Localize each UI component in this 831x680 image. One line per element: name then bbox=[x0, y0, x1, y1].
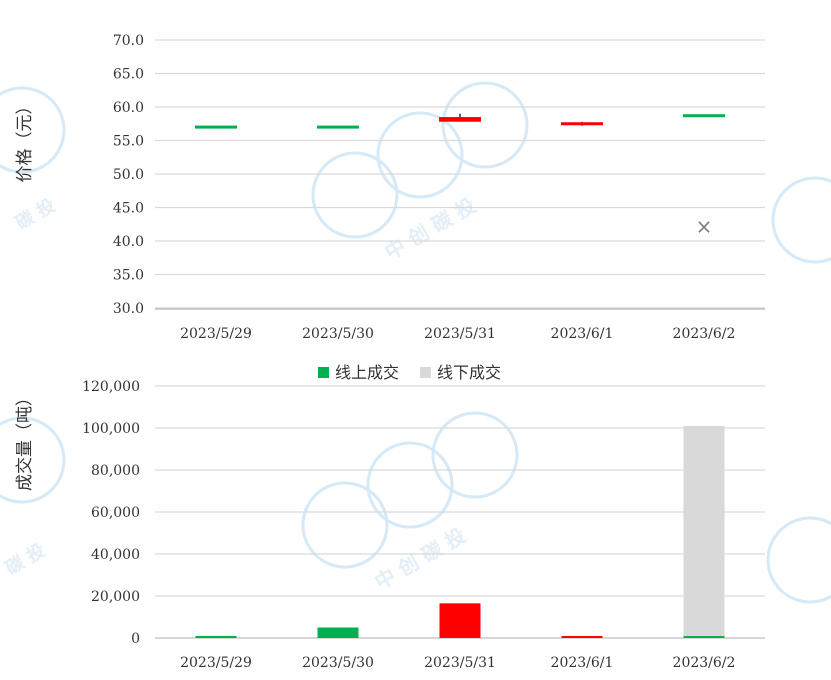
price-candle-body bbox=[317, 125, 359, 129]
legend-swatch bbox=[318, 367, 329, 378]
price-x-tick-label: 2023/6/1 bbox=[551, 326, 614, 342]
volume-legend: 线上成交 线下成交 bbox=[318, 363, 501, 382]
price-y-tick-label: 60.0 bbox=[113, 100, 144, 116]
volume-y-tick-label: 120,000 bbox=[82, 379, 140, 395]
volume-y-tick-label: 80,000 bbox=[91, 463, 140, 479]
price-y-tick-label: 55.0 bbox=[113, 134, 144, 150]
watermark-ring bbox=[441, 81, 529, 169]
volume-y-tick-label: 60,000 bbox=[91, 505, 140, 521]
price-y-tick-label: 70.0 bbox=[113, 33, 144, 49]
volume-bars bbox=[195, 425, 725, 638]
watermark-ring bbox=[366, 441, 454, 529]
price-x-tick-label: 2023/5/31 bbox=[424, 326, 496, 342]
price-y-tick-label: 35.0 bbox=[113, 268, 144, 284]
volume-x-tick-label: 2023/5/30 bbox=[302, 655, 374, 671]
price-x-tick-label: 2023/5/30 bbox=[302, 326, 374, 342]
watermark-ring bbox=[766, 516, 831, 604]
volume-bar-online bbox=[195, 635, 237, 638]
volume-bar-online bbox=[439, 603, 481, 638]
watermark-ring bbox=[0, 86, 66, 174]
watermark-short-text: 碳 投 bbox=[2, 539, 50, 579]
price-y-axis-title: 价格（元） bbox=[15, 98, 35, 183]
watermark-ring bbox=[431, 411, 519, 499]
watermark-ring bbox=[0, 416, 66, 504]
price-y-tick-label: 45.0 bbox=[113, 201, 144, 217]
price-y-tick-label: 40.0 bbox=[113, 234, 144, 250]
volume-x-tick-label: 2023/6/1 bbox=[551, 655, 614, 671]
volume-y-tick-label: 0 bbox=[131, 631, 140, 647]
volume-x-tick-label: 2023/5/31 bbox=[424, 655, 496, 671]
price-x-tick-label: 2023/6/2 bbox=[673, 326, 736, 342]
watermark-ring bbox=[771, 176, 831, 264]
watermark-ring bbox=[301, 481, 389, 569]
watermark-ring bbox=[376, 111, 464, 199]
legend-swatch bbox=[420, 367, 431, 378]
legend-label: 线上成交 bbox=[335, 363, 399, 382]
price-candle-body bbox=[561, 122, 603, 126]
volume-y-tick-label: 100,000 bbox=[82, 421, 140, 437]
price-grid bbox=[155, 39, 765, 310]
price-y-tick-label: 65.0 bbox=[113, 67, 144, 83]
volume-bar-online bbox=[561, 636, 603, 638]
volume-grid bbox=[155, 385, 765, 639]
volume-y-tick-label: 40,000 bbox=[91, 547, 140, 563]
watermark-ring bbox=[311, 151, 399, 239]
volume-x-tick-label: 2023/6/2 bbox=[673, 655, 736, 671]
price-x-tick-label: 2023/5/29 bbox=[180, 326, 252, 342]
price-candle-body bbox=[195, 125, 237, 129]
volume-y-ticks: 120,000 100,000 80,000 60,000 40,000 20,000 0 bbox=[82, 379, 140, 647]
volume-bar-online bbox=[683, 635, 725, 638]
volume-y-tick-label: 20,000 bbox=[91, 589, 140, 605]
price-x-ticks: 2023/5/29 2023/5/30 2023/5/31 2023/6/1 2023/… bbox=[180, 326, 735, 342]
price-y-tick-label: 30.0 bbox=[113, 301, 144, 317]
price-y-tick-label: 50.0 bbox=[113, 167, 144, 183]
watermark-short-text: 碳 投 bbox=[12, 194, 60, 234]
price-candle-body bbox=[683, 114, 725, 118]
price-y-ticks: 70.0 65.0 60.0 55.0 50.0 45.0 40.0 35.0 30.0 bbox=[113, 33, 144, 317]
price-candles: × bbox=[195, 113, 725, 239]
volume-x-ticks: 2023/5/29 2023/5/30 2023/5/31 2023/6/1 2023/… bbox=[180, 655, 735, 671]
volume-bar-online bbox=[317, 627, 359, 638]
price-candle-body bbox=[439, 117, 481, 122]
volume-y-axis-title: 成交量（吨） bbox=[15, 389, 35, 491]
legend-label: 线下成交 bbox=[437, 363, 501, 382]
volume-x-tick-label: 2023/5/29 bbox=[180, 655, 252, 671]
price-outlier-marker: × bbox=[696, 215, 713, 239]
volume-bar-offline bbox=[683, 425, 725, 636]
